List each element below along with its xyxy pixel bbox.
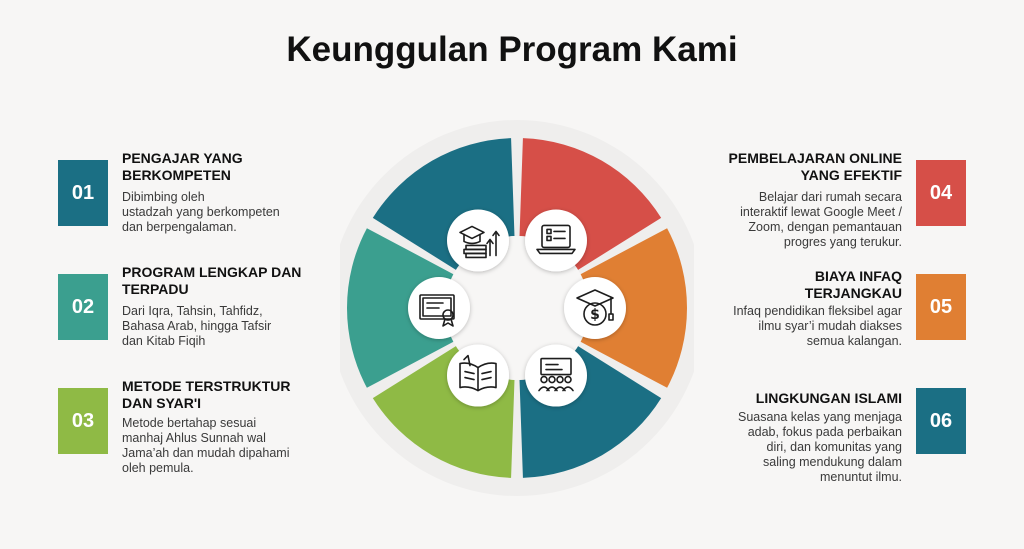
feature-heading-04: PEMBELAJARAN ONLINE YANG EFEKTIF: [728, 150, 902, 183]
feature-number-03: 03: [58, 388, 108, 454]
page-title: Keunggulan Program Kami: [286, 30, 738, 69]
classroom-icon: [525, 344, 587, 407]
feature-desc-04: Belajar dari rumah secara interaktif lew…: [740, 190, 902, 249]
feature-desc-06: Suasana kelas yang menjaga adab, fokus p…: [737, 410, 902, 484]
feature-number-02: 02: [58, 274, 108, 340]
feature-02: 02 PROGRAM LENGKAP DAN TERPADU Dari Iqra…: [58, 264, 318, 354]
feature-04: 04 PEMBELAJARAN ONLINE YANG EFEKTIF Bela…: [706, 150, 966, 250]
feature-number-01: 01: [58, 160, 108, 226]
feature-heading-02: PROGRAM LENGKAP DAN TERPADU: [122, 264, 302, 297]
feature-number-04: 04: [916, 160, 966, 226]
feature-number-06: 06: [916, 388, 966, 454]
feature-heading-03: METODE TERSTRUKTUR DAN SYAR'I: [122, 378, 291, 411]
feature-heading-05: BIAYA INFAQ TERJANGKAU: [804, 268, 902, 301]
laptop-checklist-icon: [525, 209, 587, 272]
feature-heading-01: PENGAJAR YANG BERKOMPETEN: [122, 150, 243, 183]
feature-05: 05 BIAYA INFAQ TERJANGKAU Infaq pendidik…: [706, 268, 966, 358]
feature-06: 06 LINGKUNGAN ISLAMI Suasana kelas yang …: [706, 384, 966, 494]
open-book-icon: [447, 344, 509, 407]
feature-01: 01 PENGAJAR YANG BERKOMPETEN Dibimbing o…: [58, 150, 318, 240]
feature-number-05: 05: [916, 274, 966, 340]
feature-desc-01: Dibimbing oleh ustadzah yang berkompeten…: [122, 190, 280, 234]
graduation-books-icon: [447, 209, 509, 272]
wheel-segment-05: [580, 228, 687, 388]
feature-heading-06: LINGKUNGAN ISLAMI: [755, 390, 902, 406]
wheel-segment-02: [347, 228, 454, 388]
feature-03: 03 METODE TERSTRUKTUR DAN SYAR'I Metode …: [58, 378, 318, 478]
feature-desc-02: Dari Iqra, Tahsin, Tahfidz, Bahasa Arab,…: [122, 304, 272, 348]
graduation-coin-icon: $: [564, 277, 626, 339]
svg-text:$: $: [590, 307, 600, 323]
wheel-center: [445, 236, 589, 380]
certificate-icon: [408, 277, 470, 339]
feature-desc-03: Metode bertahap sesuai manhaj Ahlus Sunn…: [122, 416, 290, 475]
feature-desc-05: Infaq pendidikan fleksibel agar ilmu sya…: [733, 304, 902, 348]
program-wheel: $: [340, 120, 694, 496]
